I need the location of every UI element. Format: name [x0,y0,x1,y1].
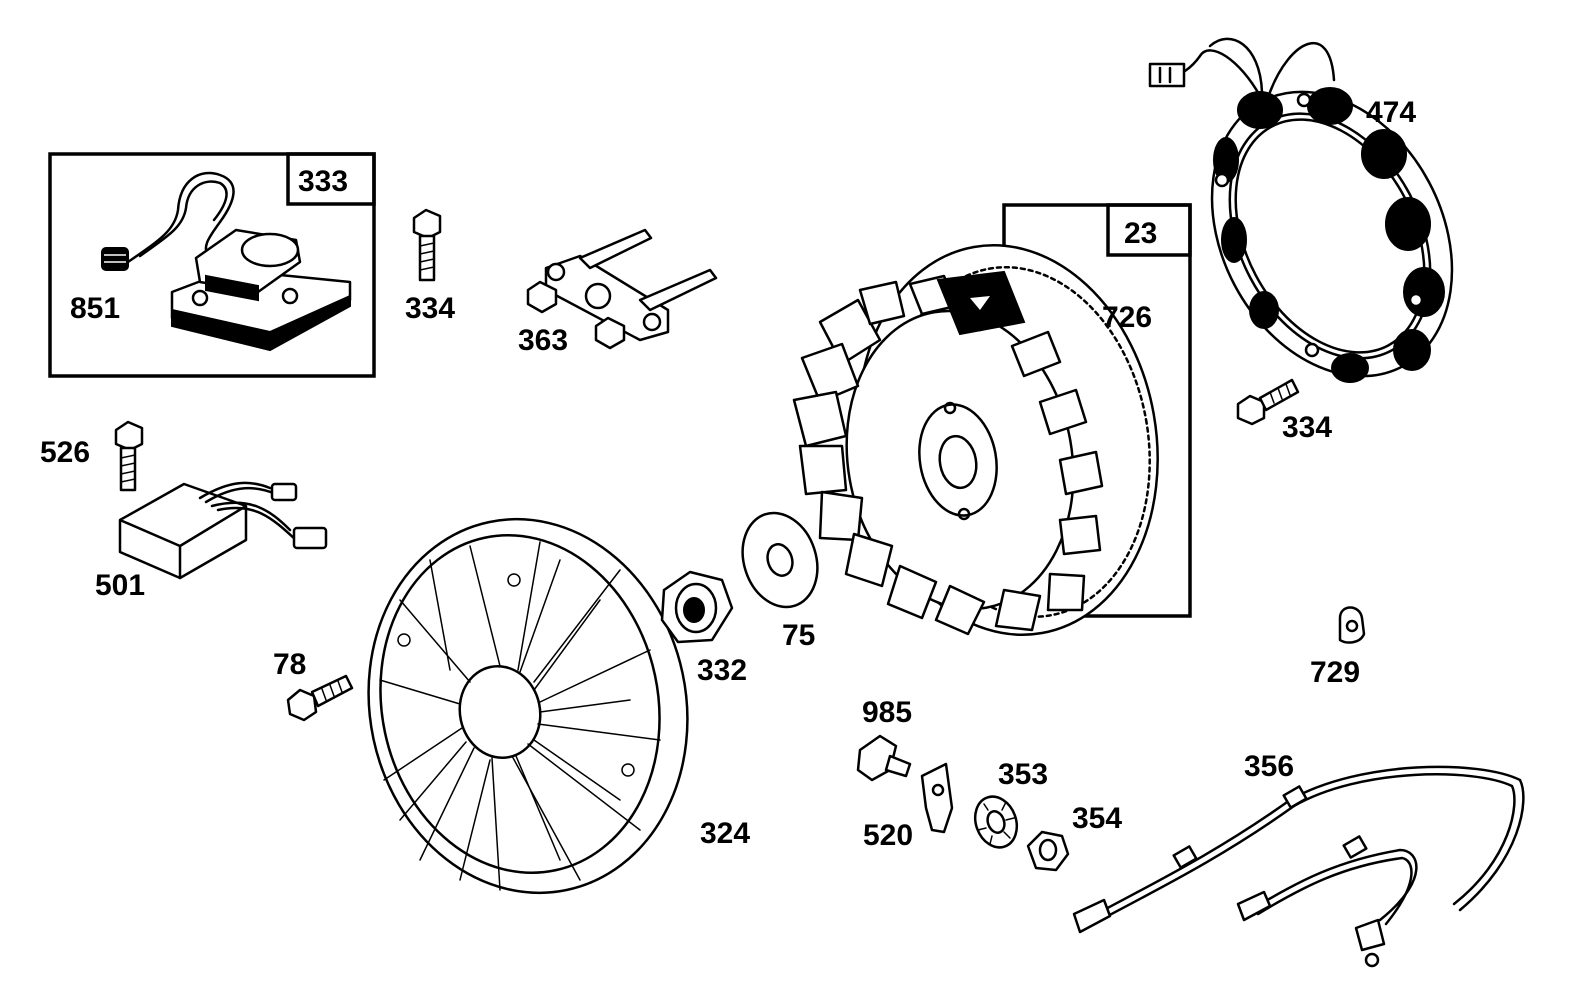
callout-353: 353 [998,758,1048,791]
callout-726: 726 [1102,301,1152,334]
callout-356: 356 [1244,750,1294,783]
callout-501: 501 [95,569,145,602]
rotating-screen-icon [367,517,689,895]
callout-324: 324 [700,817,750,850]
callout-78: 78 [273,648,306,681]
callout-354: 354 [1072,802,1122,835]
rectifier-regulator-icon [118,481,328,580]
bracket-icon [920,762,954,834]
flat-washer-icon [741,511,819,609]
callout-334-top: 334 [405,292,455,325]
callout-851: 851 [70,292,120,325]
callout-334-right: 334 [1282,411,1332,444]
hex-nut-icon [1026,830,1070,872]
callout-332: 332 [697,654,747,687]
flywheel-icon [792,244,1159,636]
wire-clip-icon [1338,606,1366,644]
screw-icon [1236,378,1300,426]
alternator-stator-icon [1148,37,1454,383]
callout-23: 23 [1124,217,1157,250]
callout-333: 333 [298,165,348,198]
callout-75: 75 [782,619,815,652]
ignition-armature-icon [170,228,352,352]
callout-520: 520 [863,819,913,852]
callout-526: 526 [40,436,90,469]
kit-box-333 [48,152,376,378]
screw-icon [114,420,144,492]
lock-washer-icon [973,795,1019,849]
screw-icon [412,208,442,282]
callout-985: 985 [862,696,912,729]
callout-363: 363 [518,324,568,357]
ground-terminal-icon [856,734,912,782]
hex-nut-icon [660,570,734,644]
screw-icon [286,674,354,722]
callout-474: 474 [1366,96,1416,129]
spark-plug-terminal-icon [101,171,235,271]
wire-harness-icon [1072,765,1525,968]
kit-box-23 [1002,203,1192,618]
callout-729: 729 [1310,656,1360,689]
flywheel-puller-icon [526,228,718,350]
